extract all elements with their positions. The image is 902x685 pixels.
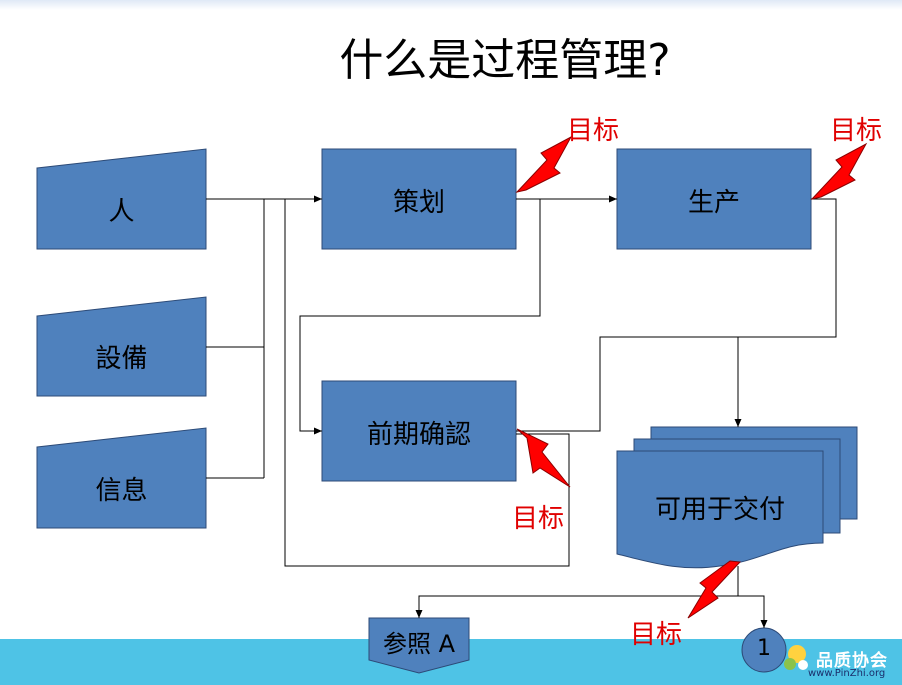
logo-mark-icon [784,645,808,670]
input-information-label: 信息 [95,476,148,506]
input-equipment-label: 設備 [95,344,148,374]
input-people-shape [36,148,207,250]
lightning-production-icon [810,142,868,200]
reference-connector-shape [368,617,470,674]
logo-url: www.PinZhi.org [808,668,886,679]
line-confirmation-to-deliverable [516,336,738,432]
goal-label-production: 目标 [830,116,883,146]
logo-name: 品质协会 [816,651,888,671]
line-confirmation-loop [284,199,570,567]
input-equipment-shape [36,296,207,397]
planning-box [321,148,517,250]
lightning-deliverable-icon [687,560,742,619]
line-production-to-deliverable [734,198,837,427]
early-confirmation-box [321,380,517,482]
input-people-label: 人 [108,197,135,227]
early-confirmation-label: 前期确認 [366,420,471,450]
input-information-shape [36,427,207,529]
production-label: 生产 [687,188,740,218]
top-gradient-band [0,0,902,10]
line-deliverable-to-reference [415,566,739,618]
deliverable-label: 可用于交付 [654,495,785,525]
lightning-planning-icon [515,135,573,193]
connector-lines [206,195,837,628]
lightning-confirmation-icon [516,428,571,488]
production-box [616,148,812,250]
goal-label-planning: 目标 [567,116,620,146]
goal-label-deliverable: 目标 [630,620,683,650]
document-front-sheet [616,450,824,569]
line-deliverable-to-page [738,595,768,628]
page-title: 什么是过程管理? [339,35,671,86]
page-connector-label: 1 [757,636,771,661]
line-planning-to-confirmation [299,199,541,435]
planning-label: 策划 [392,188,445,218]
reference-connector-label: 参照 A [382,630,456,658]
goal-label-confirmation: 目标 [512,504,565,534]
